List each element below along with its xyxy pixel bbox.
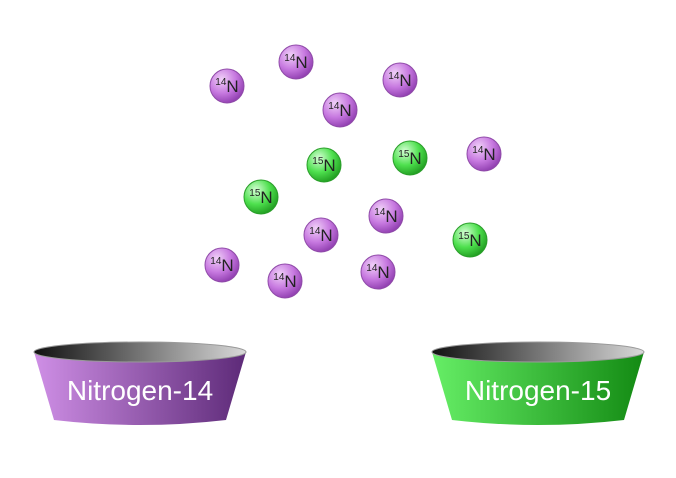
nitrogen-14-atom[interactable]: 14N — [360, 254, 396, 290]
nitrogen-15-atom[interactable]: 15N — [452, 222, 488, 258]
nitrogen-14-atom[interactable]: 14N — [466, 136, 502, 172]
nitrogen-14-atom[interactable]: 14N — [278, 44, 314, 80]
svg-text:14N: 14N — [273, 272, 296, 291]
svg-text:14N: 14N — [472, 145, 495, 164]
nitrogen-15-atom[interactable]: 15N — [243, 179, 279, 215]
svg-text:15N: 15N — [398, 149, 421, 168]
bin-rim — [33, 341, 247, 363]
svg-text:14N: 14N — [210, 256, 233, 275]
svg-text:15N: 15N — [249, 188, 272, 207]
svg-text:14N: 14N — [215, 77, 238, 96]
svg-text:14N: 14N — [374, 207, 397, 226]
nitrogen-15-atom[interactable]: 15N — [306, 147, 342, 183]
nitrogen-15-atom[interactable]: 15N — [392, 140, 428, 176]
bin-rim — [431, 341, 645, 363]
nitrogen-14-atom[interactable]: 14N — [322, 92, 358, 128]
svg-text:14N: 14N — [388, 71, 411, 90]
nitrogen-14-atom[interactable]: 14N — [267, 263, 303, 299]
bin-label: Nitrogen-14 — [67, 375, 213, 406]
nitrogen-15-bin[interactable]: Nitrogen-15 — [431, 341, 645, 425]
svg-text:14N: 14N — [366, 263, 389, 282]
svg-text:14N: 14N — [309, 226, 332, 245]
nitrogen-14-atom[interactable]: 14N — [303, 217, 339, 253]
nitrogen-14-atom[interactable]: 14N — [382, 62, 418, 98]
svg-text:15N: 15N — [312, 156, 335, 175]
svg-text:15N: 15N — [458, 231, 481, 250]
bin-body — [432, 352, 644, 425]
svg-text:14N: 14N — [328, 101, 351, 120]
bin-label: Nitrogen-15 — [465, 375, 611, 406]
nitrogen-14-atom[interactable]: 14N — [368, 198, 404, 234]
nitrogen-14-atom[interactable]: 14N — [209, 68, 245, 104]
svg-text:14N: 14N — [284, 53, 307, 72]
bin-body — [34, 352, 246, 425]
nitrogen-14-atom[interactable]: 14N — [204, 247, 240, 283]
nitrogen-14-bin[interactable]: Nitrogen-14 — [33, 341, 247, 425]
